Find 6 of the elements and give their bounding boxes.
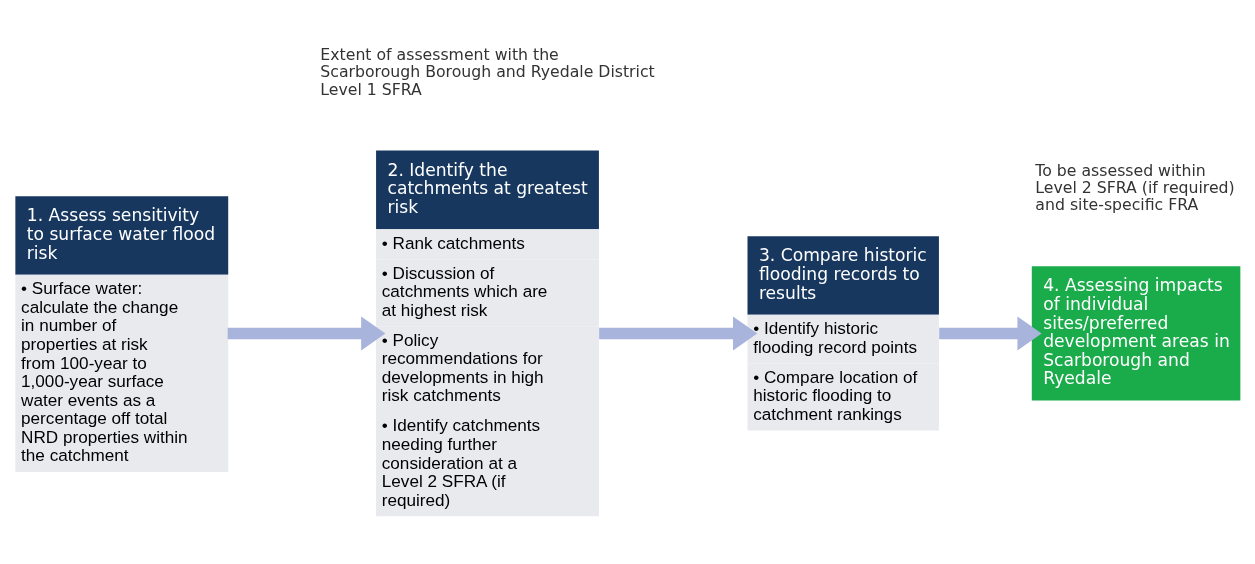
arrow bbox=[227, 316, 386, 351]
node-box: 4. Assessing impacts of individual sites/preferred development areas in Scarborough and Ryedale bbox=[1031, 266, 1241, 401]
arrow bbox=[599, 316, 758, 351]
arrow bbox=[939, 316, 1042, 351]
label: Extent of assessment with the Scarborough Borough and Ryedale District Level 1 SFRA bbox=[320, 45, 655, 99]
label: To be assessed within Level 2 SFRA (if required) and site-specific FRA bbox=[1035, 161, 1235, 215]
